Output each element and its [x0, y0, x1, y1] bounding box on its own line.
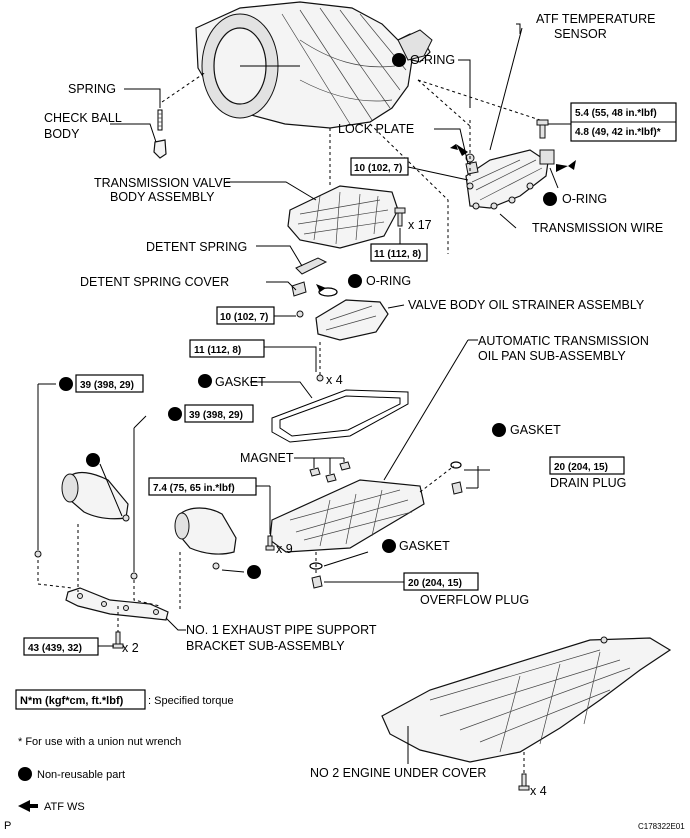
non-reusable-dot	[348, 274, 362, 288]
legend-torque-desc: : Specified torque	[148, 695, 234, 707]
non-reusable-dot	[492, 423, 506, 437]
label-spring: SPRING	[68, 82, 116, 96]
qty-pan-bolts: x 9	[276, 542, 293, 556]
label-engine-under-cover: NO 2 ENGINE UNDER COVER	[310, 766, 486, 780]
torque-sensor-a: 5.4 (55, 48 in.*lbf)	[575, 108, 657, 119]
label-gasket-pan: GASKET	[215, 375, 266, 389]
label-o-ring-wire: O-RING	[562, 192, 607, 206]
legend-non-reusable-dot	[18, 767, 32, 781]
label-exhaust-bracket-line1: NO. 1 EXHAUST PIPE SUPPORT	[186, 623, 377, 637]
qty-bracket-bolts: x 2	[122, 641, 139, 655]
torque-box-pan-bolts: 7.4 (75, 65 in.*lbf)	[148, 477, 257, 496]
label-magnet: MAGNET	[240, 451, 294, 465]
non-reusable-dot	[543, 192, 557, 206]
exhaust-pipe-drawing	[61, 471, 237, 555]
pan-bolt-drawing	[265, 535, 275, 551]
label-drain-plug: DRAIN PLUG	[550, 476, 626, 490]
transmission-wire-drawing	[465, 149, 555, 210]
non-reusable-dot	[382, 539, 396, 553]
label-detent-spring-cover: DETENT SPRING COVER	[80, 275, 229, 289]
qty-cover-bolts: x 4	[530, 784, 547, 798]
torque-box-oil-pan: 11 (112, 8)	[189, 339, 265, 358]
label-valve-body-oil-strainer: VALVE BODY OIL STRAINER ASSEMBLY	[408, 298, 645, 312]
label-gasket-drain: GASKET	[510, 423, 561, 437]
label-atf-temperature-sensor-line1: ATF TEMPERATURE	[536, 12, 655, 26]
valve-body-bolt-drawing	[394, 207, 406, 227]
torque-box-valve-body: 11 (112, 8)	[370, 243, 428, 262]
non-reusable-dot	[59, 377, 73, 391]
torque-box-drain-plug: 20 (204, 15)	[549, 456, 625, 475]
oil-pan-drawing	[269, 479, 425, 553]
label-valve-body-line2: BODY ASSEMBLY	[110, 190, 215, 204]
legend-union-nut-note: * For use with a union nut wrench	[18, 736, 181, 748]
qty-valve-body-bolts: x 17	[408, 218, 432, 232]
torque-box-bracket-mid: 39 (398, 29)	[184, 404, 254, 423]
oil-pan-gasket-drawing	[271, 389, 409, 443]
non-reusable-dot	[198, 374, 212, 388]
non-reusable-dot	[168, 407, 182, 421]
torque-overflow-plug: 20 (204, 15)	[408, 578, 462, 589]
torque-bracket-left: 39 (398, 29)	[80, 380, 134, 391]
detent-spring-drawing	[295, 257, 328, 275]
torque-box-bracket-left: 39 (398, 29)	[75, 374, 144, 393]
check-ball-body-drawing	[153, 139, 167, 159]
torque-box-strainer: 10 (102, 7)	[216, 306, 275, 325]
torque-valve-body: 11 (112, 8)	[374, 249, 421, 260]
non-reusable-dot	[247, 565, 261, 579]
lock-plate-drawing	[465, 161, 479, 175]
torque-box-overflow-plug: 20 (204, 15)	[403, 572, 479, 591]
qty-oil-pan-bolts: x 4	[326, 373, 343, 387]
torque-oil-pan: 11 (112, 8)	[194, 345, 241, 356]
torque-strainer: 10 (102, 7)	[220, 312, 268, 323]
oil-strainer-drawing	[315, 299, 389, 341]
torque-lock-plate: 10 (102, 7)	[354, 163, 402, 174]
label-lock-plate: LOCK PLATE	[338, 122, 414, 136]
legend-torque-format: N*m (kgf*cm, ft.*lbf)	[20, 695, 124, 707]
torque-bracket-bolts: 43 (439, 32)	[28, 643, 82, 654]
torque-sensor-b: 4.8 (49, 42 in.*lbf)*	[575, 127, 661, 138]
label-o-ring-strainer: O-RING	[366, 274, 411, 288]
non-reusable-dot	[86, 453, 100, 467]
torque-box-lock-plate: 10 (102, 7)	[350, 157, 409, 176]
legend-atf-ws-arrow	[18, 800, 38, 812]
detent-spring-cover-drawing	[291, 281, 307, 297]
magnet-drawing	[309, 461, 351, 483]
label-valve-body-line1: TRANSMISSION VALVE	[94, 176, 231, 190]
exhaust-bracket-drawing	[65, 587, 169, 621]
figure-id: C178322E01	[638, 822, 685, 831]
label-check-ball-line1: CHECK BALL	[44, 111, 122, 125]
label-oil-pan-line2: OIL PAN SUB-ASSEMBLY	[478, 349, 626, 363]
label-gasket-overflow: GASKET	[399, 539, 450, 553]
label-exhaust-bracket-line2: BRACKET SUB-ASSEMBLY	[186, 639, 345, 653]
page-mark: P	[4, 820, 11, 832]
label-o-ring-top: O-RING	[410, 53, 455, 67]
non-reusable-dot	[392, 53, 406, 67]
label-check-ball-line2: BODY	[44, 127, 80, 141]
torque-box-bracket-bolts: 43 (439, 32)	[23, 637, 99, 656]
label-oil-pan-line1: AUTOMATIC TRANSMISSION	[478, 334, 649, 348]
legend-atf-ws: ATF WS	[44, 801, 85, 813]
transmission-case-drawing	[195, 1, 433, 129]
valve-body-drawing	[287, 185, 399, 249]
label-atf-temperature-sensor-line2: SENSOR	[554, 27, 607, 41]
legend-non-reusable: Non-reusable part	[37, 769, 125, 781]
engine-under-cover-drawing	[381, 636, 672, 763]
label-detent-spring: DETENT SPRING	[146, 240, 247, 254]
torque-bracket-mid: 39 (398, 29)	[189, 410, 243, 421]
sensor-bolt-drawing	[536, 119, 549, 139]
torque-drain-plug: 20 (204, 15)	[554, 462, 608, 473]
torque-box-sensor: 5.4 (55, 48 in.*lbf) 4.8 (49, 42 in.*lbf…	[570, 102, 677, 142]
label-transmission-wire: TRANSMISSION WIRE	[532, 221, 663, 235]
spring-drawing	[157, 109, 163, 131]
torque-pan-bolts: 7.4 (75, 65 in.*lbf)	[153, 483, 235, 494]
label-overflow-plug: OVERFLOW PLUG	[420, 593, 529, 607]
legend: N*m (kgf*cm, ft.*lbf) : Specified torque…	[15, 689, 234, 813]
